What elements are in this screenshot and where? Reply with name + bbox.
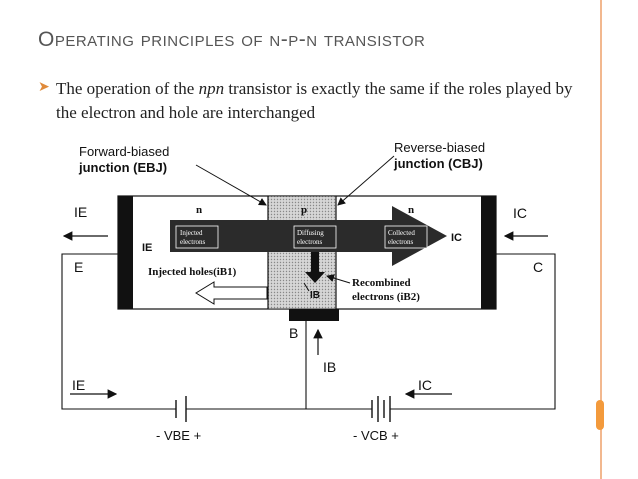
collector-contact: [481, 196, 496, 309]
recombined-pointer: [326, 274, 351, 284]
terminal-b: B: [289, 325, 298, 341]
slide-right-border: [600, 0, 602, 479]
bullet-text-emphasis: npn: [198, 79, 225, 98]
injected-holes-arrow: [195, 281, 268, 305]
injected-electrons-line1: Injected: [180, 229, 203, 237]
base-contact: [289, 309, 339, 321]
diffusing-electrons-line1: Diffusing: [297, 229, 324, 237]
bullet-text-after: transistor is exactly the same if the ro…: [56, 79, 573, 122]
vcb-label: - VCB +: [353, 428, 399, 443]
emitter-contact: [118, 196, 133, 309]
cbj-pointer: [337, 155, 395, 206]
terminal-c: C: [533, 259, 543, 275]
region-n-left: n: [196, 204, 202, 216]
slide-accent-tab: [596, 400, 604, 430]
recombined-line2: electrons (iB2): [352, 291, 420, 303]
reverse-biased-label: Reverse-biased: [394, 140, 485, 155]
battery-vcb: [371, 396, 391, 422]
diffusing-electrons-line2: electrons: [297, 238, 323, 246]
vbe-label: - VBE +: [156, 428, 201, 443]
label-ic-inner: IC: [451, 232, 462, 244]
label-ie-bottom: IE: [72, 377, 85, 393]
ebj-label: junction (EBJ): [78, 160, 167, 175]
p-region-base: [268, 196, 336, 309]
label-ie-inner: IE: [142, 242, 152, 254]
recombined-line1: Recombined: [352, 277, 411, 289]
battery-vbe: [175, 396, 187, 422]
label-ic-bottom: IC: [418, 377, 432, 393]
diffusing-electrons-box: [293, 225, 337, 249]
region-n-right: n: [408, 204, 414, 216]
collected-electrons-box: [384, 225, 428, 249]
recombination-arrow: [305, 252, 325, 283]
bullet-item: ➤ The operation of the npn transistor is…: [38, 77, 583, 125]
cbj-label: junction (CBJ): [393, 156, 483, 171]
collected-electrons-line1: Collected: [388, 229, 415, 237]
collected-electrons-line2: electrons: [388, 238, 414, 246]
injected-holes-label: Injected holes(iB1): [148, 266, 237, 278]
bullet-text: The operation of the npn transistor is e…: [56, 77, 583, 125]
label-ie-left: IE: [74, 204, 87, 220]
label-ib-bottom: IB: [323, 359, 336, 375]
circuit-wires: [61, 253, 556, 410]
label-ib-inner: IB: [310, 290, 320, 301]
bullet-text-before: The operation of the: [56, 79, 199, 98]
region-p: p: [301, 204, 307, 216]
injected-electrons-box: [175, 225, 219, 249]
device-body: [117, 195, 497, 321]
slide-title: Operating principles of n-p-n transistor: [38, 28, 426, 51]
injected-electrons-line2: electrons: [180, 238, 206, 246]
label-ic-right: IC: [513, 205, 527, 221]
ib-inner-tick: [303, 282, 310, 292]
forward-biased-label: Forward-biased: [79, 144, 169, 159]
terminal-e: E: [74, 259, 83, 275]
bullet-arrow-icon: ➤: [38, 78, 50, 94]
ebj-pointer: [195, 164, 267, 206]
